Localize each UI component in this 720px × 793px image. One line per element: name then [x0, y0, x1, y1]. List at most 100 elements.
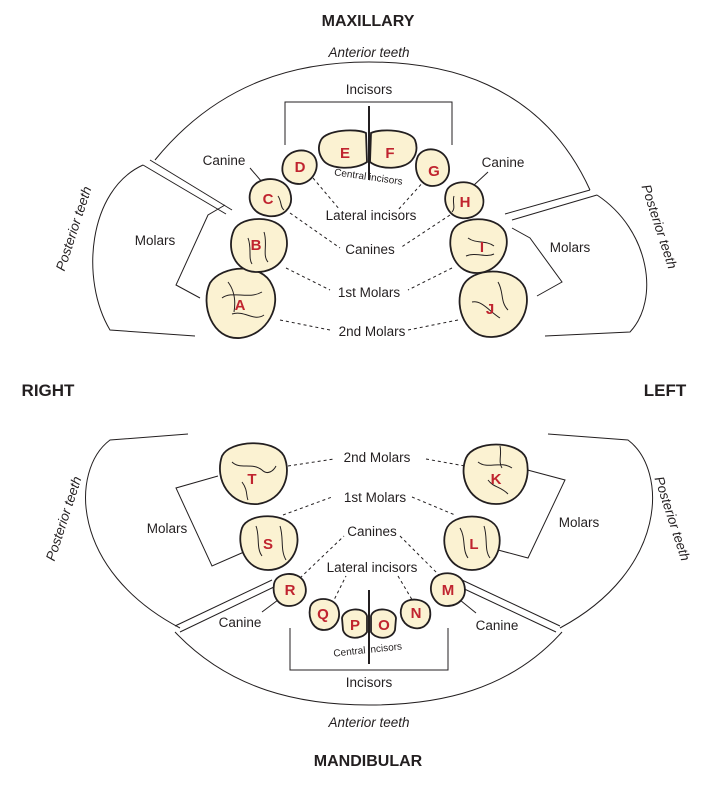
maxillary-canine-left-pointer: [473, 171, 489, 186]
maxillary-canine-left-label: Canine: [482, 155, 525, 170]
maxillary-dash-canine-r: [289, 212, 341, 249]
tooth-E-letter: E: [340, 145, 350, 162]
tooth-L[interactable]: [443, 515, 501, 571]
maxillary-right-divider-2: [142, 164, 227, 215]
mandibular-anterior-arch: [174, 631, 563, 706]
maxillary-right-posterior-arch: [92, 164, 196, 337]
tooth-N[interactable]: [399, 598, 432, 630]
maxillary-anterior-label: Anterior teeth: [327, 45, 409, 60]
maxillary-canine-right-pointer: [249, 167, 263, 183]
maxillary-title: MAXILLARY: [322, 13, 415, 30]
tooth-D-letter: D: [295, 159, 306, 176]
tooth-T-letter: T: [247, 471, 256, 488]
mandibular-dash-lateral-r: [331, 575, 347, 605]
mandibular-first-molars-label: 1st Molars: [344, 490, 407, 505]
maxillary-dash-second-l: [407, 319, 459, 331]
tooth-R[interactable]: [272, 573, 307, 607]
mandibular-canine-right-label: Canine: [219, 615, 262, 630]
tooth-S-fissure: [255, 525, 287, 561]
mandibular-molars-right-label: Molars: [147, 521, 188, 536]
maxillary-first-molars-label: 1st Molars: [338, 285, 401, 300]
tooth-P[interactable]: [341, 608, 368, 639]
maxillary-molars-left-label: Molars: [550, 240, 591, 255]
tooth-D[interactable]: [281, 149, 318, 185]
mandibular-incisors-bracket: [289, 628, 449, 671]
maxillary-second-molars-label: 2nd Molars: [339, 324, 406, 339]
mandibular-left-divider: [461, 579, 561, 627]
mandibular-dash-second-r: [287, 458, 335, 467]
maxillary-dash-canine-l: [399, 214, 451, 249]
mandibular-central-label: Central incisors: [333, 641, 403, 659]
tooth-H-fissure: [451, 195, 455, 213]
tooth-I[interactable]: [449, 218, 508, 274]
tooth-M[interactable]: [430, 572, 466, 607]
mandibular-teeth: T S R Q P O N M L K: [219, 442, 529, 639]
maxillary-dash-second-r: [279, 319, 331, 331]
tooth-H-letter: H: [460, 194, 471, 211]
mandibular-canine-right-pointer: [261, 599, 279, 613]
mandibular-anterior-label: Anterior teeth: [327, 715, 409, 730]
tooth-A-fissure: [221, 281, 265, 318]
side-right-label: RIGHT: [22, 381, 76, 400]
tooth-T[interactable]: [219, 442, 288, 505]
tooth-B-letter: B: [251, 237, 262, 254]
maxillary-dash-first-l: [407, 267, 453, 291]
tooth-B[interactable]: [230, 218, 288, 273]
tooth-J[interactable]: [458, 270, 528, 338]
maxillary-molars-right-label: Molars: [135, 233, 176, 248]
maxillary-left-divider: [504, 189, 591, 215]
tooth-G[interactable]: [415, 148, 450, 187]
tooth-S[interactable]: [239, 515, 299, 571]
mandibular-left-divider-2: [457, 585, 557, 633]
tooth-Q[interactable]: [308, 598, 340, 631]
mandibular-right-posterior-label: Posterior teeth: [43, 475, 84, 563]
tooth-N-letter: N: [411, 605, 422, 622]
maxillary-teeth: A B C D E F G H I J: [205, 129, 528, 339]
mandibular-left-posterior-label: Posterior teeth: [652, 475, 693, 563]
mandibular-dash-canine-r: [299, 535, 345, 579]
tooth-M-letter: M: [442, 582, 455, 599]
maxillary-right-posterior-label: Posterior teeth: [53, 185, 94, 273]
mandibular-lateral-label: Lateral incisors: [327, 560, 418, 575]
mandibular-right-divider: [174, 579, 273, 627]
maxillary-molars-left-bracket: [511, 227, 563, 297]
maxillary-right-divider: [149, 159, 233, 211]
maxillary-left-posterior-arch: [544, 194, 648, 337]
tooth-C[interactable]: [248, 178, 292, 218]
tooth-K-fissure: [477, 445, 513, 495]
tooth-G-letter: G: [428, 163, 440, 180]
tooth-C-fissure: [277, 195, 285, 211]
tooth-J-fissure: [471, 281, 509, 319]
tooth-L-fissure: [459, 525, 491, 559]
mandibular-canines-label: Canines: [347, 524, 397, 539]
maxillary-left-divider-2: [511, 194, 598, 221]
mandibular-molars-right-bracket: [175, 475, 245, 567]
tooth-O[interactable]: [370, 608, 397, 639]
mandibular-left-posterior-arch: [547, 433, 653, 629]
tooth-K-letter: K: [491, 471, 502, 488]
tooth-F[interactable]: [369, 129, 418, 169]
tooth-H[interactable]: [444, 181, 485, 220]
mandibular-dash-first-r: [282, 496, 333, 516]
mandibular-second-molars-label: 2nd Molars: [344, 450, 411, 465]
mandibular-dash-second-l: [425, 458, 466, 467]
mandibular-incisors-label: Incisors: [346, 675, 393, 690]
tooth-K[interactable]: [462, 443, 529, 505]
maxillary-canine-right-label: Canine: [203, 153, 246, 168]
tooth-T-fissure: [231, 461, 277, 501]
tooth-F-letter: F: [385, 145, 394, 162]
mandibular-dash-first-l: [411, 496, 456, 516]
side-left-label: LEFT: [644, 381, 687, 400]
tooth-E[interactable]: [318, 129, 368, 169]
tooth-R-letter: R: [285, 582, 296, 599]
tooth-C-letter: C: [263, 191, 274, 208]
tooth-I-letter: I: [480, 239, 484, 256]
tooth-B-fissure: [247, 231, 269, 265]
mandibular-canine-left-label: Canine: [476, 618, 519, 633]
mandibular-molars-left-label: Molars: [559, 515, 600, 530]
maxillary-canines-label: Canines: [345, 242, 395, 257]
maxillary-incisors-label: Incisors: [346, 82, 393, 97]
tooth-I-fissure: [465, 237, 495, 257]
